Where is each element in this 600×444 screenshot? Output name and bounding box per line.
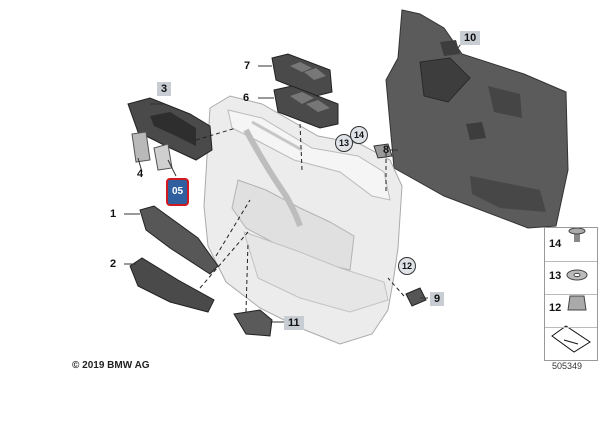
switch-block-lower bbox=[273, 85, 339, 129]
part-label-10[interactable]: 10 bbox=[460, 31, 481, 45]
legend-row-kit[interactable] bbox=[545, 327, 597, 360]
part-label-13[interactable]: 13 bbox=[335, 134, 353, 152]
lower-trim bbox=[129, 257, 215, 313]
part-label-4[interactable]: 4 bbox=[137, 168, 144, 180]
part-4-cover bbox=[131, 131, 151, 163]
legend-label-12: 12 bbox=[549, 302, 562, 314]
speaker-cover bbox=[233, 309, 273, 337]
part-label-7[interactable]: 7 bbox=[244, 60, 251, 72]
armrest-trim bbox=[139, 205, 219, 275]
legend-row-14[interactable]: 14 bbox=[545, 228, 597, 262]
part-label-2[interactable]: 2 bbox=[110, 258, 117, 270]
switch-block-upper bbox=[271, 53, 333, 97]
figure-number: 505349 bbox=[552, 361, 583, 371]
legend-row-13[interactable]: 13 bbox=[545, 261, 597, 295]
legend-label-13: 13 bbox=[549, 270, 562, 282]
legend-row-12[interactable]: 12 bbox=[545, 294, 597, 328]
clip-part-9 bbox=[405, 287, 427, 307]
part-label-11[interactable]: 11 bbox=[284, 316, 304, 330]
part-label-3[interactable]: 3 bbox=[157, 82, 172, 96]
part-label-9[interactable]: 9 bbox=[430, 292, 445, 306]
part-label-12[interactable]: 12 bbox=[398, 257, 416, 275]
part-label-8[interactable]: 8 bbox=[383, 144, 390, 156]
parts-legend: 14 13 12 bbox=[544, 227, 598, 361]
legend-label-14: 14 bbox=[549, 238, 562, 250]
part-label-05-highlighted[interactable]: 05 bbox=[166, 178, 189, 206]
clip-part-8 bbox=[373, 143, 393, 159]
part-label-6[interactable]: 6 bbox=[243, 92, 250, 104]
part-label-1[interactable]: 1 bbox=[110, 208, 117, 220]
part-label-14[interactable]: 14 bbox=[350, 126, 368, 144]
legend-icons bbox=[551, 227, 591, 353]
copyright-text: © 2019 BMW AG bbox=[72, 360, 150, 371]
